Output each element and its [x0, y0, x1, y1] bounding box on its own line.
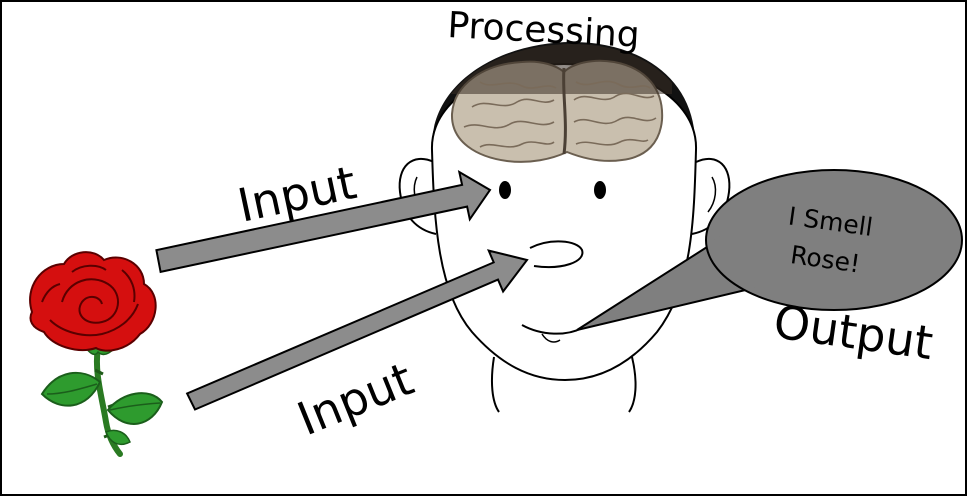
nose: [529, 240, 584, 268]
output-label: Output: [770, 294, 936, 370]
rose-leaf-right: [106, 392, 164, 425]
neck-left: [490, 356, 500, 413]
rose-stem: [93, 344, 123, 457]
brain-fissure: [562, 67, 567, 155]
rose-bloom: [29, 251, 157, 352]
rose-icon: [29, 251, 164, 457]
left-eye: [499, 181, 511, 199]
chin: [541, 333, 561, 343]
processing-label: Processing: [447, 5, 641, 56]
eye-input-arrow: [155, 169, 492, 274]
brain-folds: [463, 80, 657, 148]
nose-input-label: Input: [290, 352, 421, 447]
rose-leaf-left: [40, 371, 102, 407]
rose-leaf-small: [105, 429, 131, 446]
neck-right: [628, 356, 637, 413]
right-eye: [594, 181, 606, 199]
brain-icon: [442, 44, 672, 163]
speech-bubble: I Smell Rose!: [576, 169, 963, 331]
nose-input-arrow: [185, 249, 529, 411]
